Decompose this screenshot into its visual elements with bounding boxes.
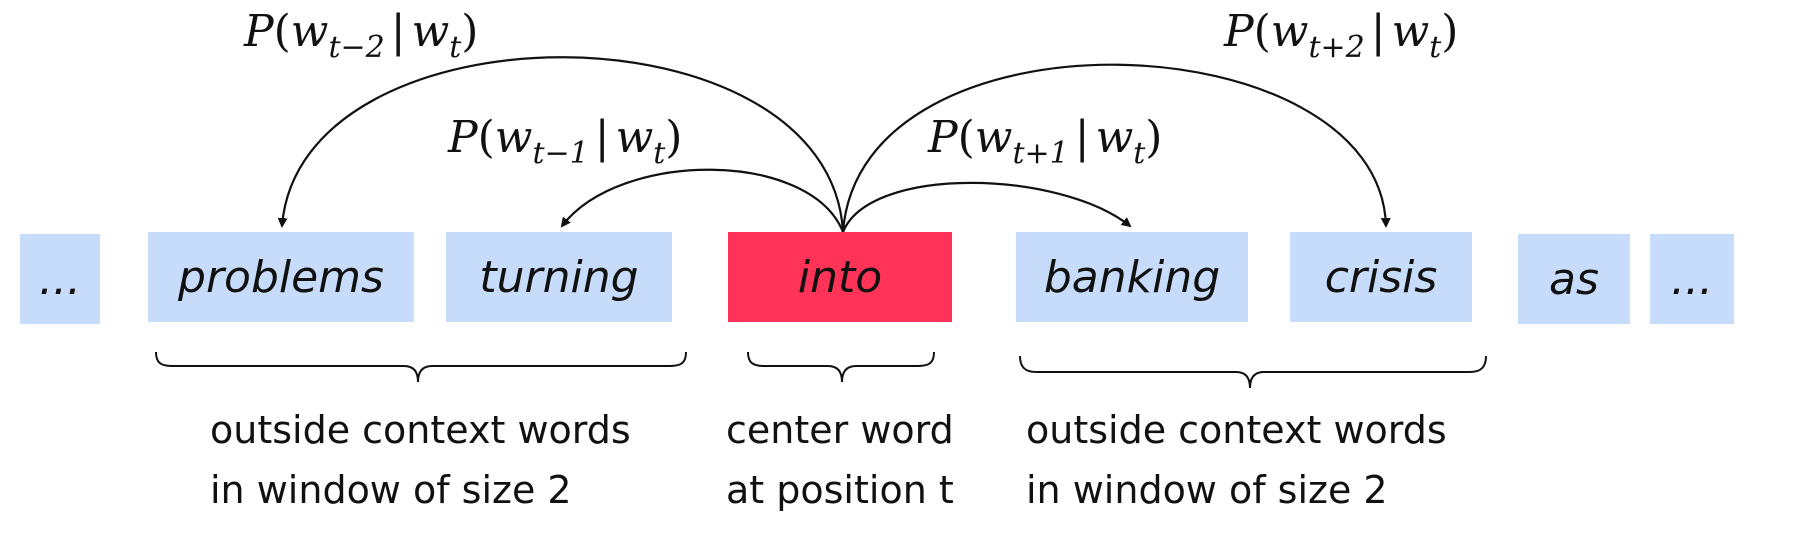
caption-center-word: center word at position t [726,400,954,520]
caption-line: in window of size 2 [1026,468,1388,512]
word-box-turning: turning [446,232,672,322]
prob-label-t-plus-1: P(wt+1|wt) [928,112,1163,171]
prob-given-word: w [615,112,654,163]
prob-subscript: t+2 [1308,30,1365,65]
arrow-to-crisis [841,63,1391,233]
prob-word: w [974,112,1013,163]
caption-left-context: outside context words in window of size … [210,400,631,520]
word-box-crisis: crisis [1290,232,1472,322]
caption-line: in window of size 2 [210,468,572,512]
prob-given-subscript: t [1133,136,1146,171]
prob-given-word: w [1095,112,1134,163]
word-box-as: as [1518,234,1630,324]
word-text: ... [1671,253,1713,305]
arrow-to-turning [560,168,845,233]
prob-word: w [1270,6,1309,57]
prob-subscript: t+1 [1012,136,1069,171]
word-box-problems: problems [148,232,414,322]
caption-line: center word [726,408,954,452]
word-text: as [1549,253,1599,305]
prob-word: w [494,112,533,163]
prob-func: P [448,112,478,163]
word-text: turning [479,251,639,303]
caption-right-context: outside context words in window of size … [1026,400,1447,520]
prob-label-t-plus-2: P(wt+2|wt) [1224,6,1459,65]
prob-label-t-minus-2: P(wt−2|wt) [244,6,479,65]
prob-word: w [290,6,329,57]
prob-subscript: t−2 [328,30,385,65]
caption-line: at position t [726,468,954,512]
word-text: into [797,251,883,303]
brace-right [1019,355,1487,389]
word-box-ellipsis-right: ... [1650,234,1734,324]
arrow-to-banking [841,181,1132,233]
word-box-banking: banking [1016,232,1248,322]
arrow-to-problems [277,56,845,233]
brace-center [747,351,935,383]
word-box-center-into: into [728,232,952,322]
word-text: crisis [1324,251,1438,303]
brace-left [155,351,687,383]
prob-given-subscript: t [653,136,666,171]
word-text: ... [39,253,81,305]
word-box-ellipsis-left: ... [20,234,100,324]
word-text: problems [178,251,384,303]
prob-given-subscript: t [1429,30,1442,65]
prob-func: P [928,112,958,163]
prob-given-word: w [411,6,450,57]
caption-line: outside context words [1026,408,1447,452]
prob-given-subscript: t [449,30,462,65]
caption-line: outside context words [210,408,631,452]
prob-label-t-minus-1: P(wt−1|wt) [448,112,683,171]
word-text: banking [1043,251,1221,303]
prob-func: P [244,6,274,57]
prob-subscript: t−1 [532,136,589,171]
prob-func: P [1224,6,1254,57]
prob-given-word: w [1391,6,1430,57]
